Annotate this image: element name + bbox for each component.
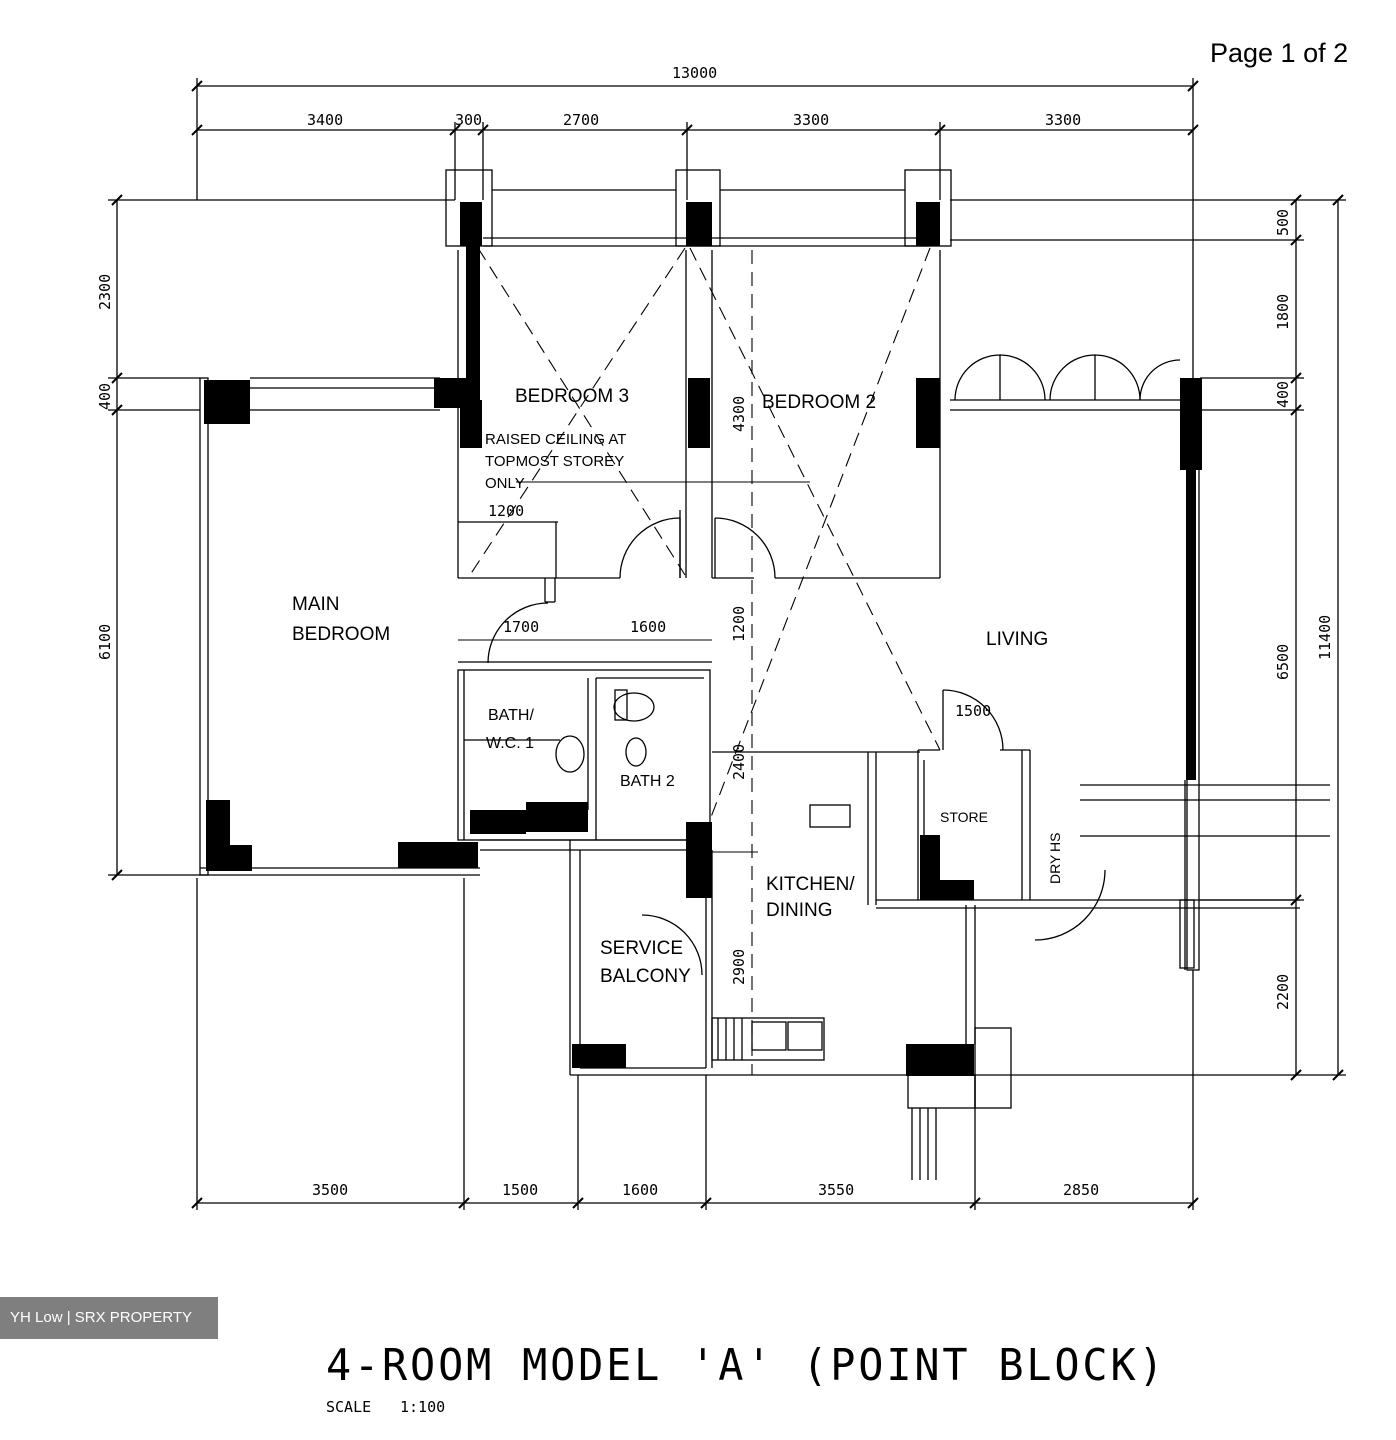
room-label-living: LIVING (986, 629, 1048, 650)
room-label-bedroom-2: BEDROOM 2 (762, 392, 876, 413)
dim-bottom-2: 1500 (502, 1181, 538, 1199)
dim-inner-1500: 1500 (955, 702, 991, 720)
dim-bottom-5: 2850 (1063, 1181, 1099, 1199)
page-indicator: Page 1 of 2 (1210, 38, 1349, 68)
dim-top-4: 3300 (793, 111, 829, 129)
room-label-drying: DRY (1047, 854, 1063, 884)
dim-right-2: 1800 (1274, 294, 1292, 330)
dim-top-2: 300 (455, 111, 482, 129)
room-label-hs: HS (1047, 833, 1063, 852)
dim-right-3: 400 (1274, 381, 1292, 408)
room-label-service-balcony-line1: SERVICE (600, 938, 683, 959)
dim-right-overall: 11400 (1316, 615, 1334, 660)
dim-left-1: 2300 (96, 274, 114, 310)
note-raised-ceiling-line3: ONLY (485, 475, 525, 492)
dim-inner-1200b: 1200 (730, 606, 748, 642)
dim-right-1: 500 (1274, 209, 1292, 236)
dim-inner-2400: 2400 (730, 744, 748, 780)
watermark-label: YH Low | SRX PROPERTY (0, 1297, 218, 1339)
dim-top-1: 3400 (307, 111, 343, 129)
dim-overall-width: 13000 (672, 64, 717, 82)
dim-bottom-3: 1600 (622, 1181, 658, 1199)
dim-left-3: 6100 (96, 624, 114, 660)
dim-inner-4300: 4300 (730, 396, 748, 432)
room-label-main-bedroom-line1: MAIN (292, 594, 340, 615)
room-label-service-balcony-line2: BALCONY (600, 966, 691, 987)
room-label-bath-2: BATH 2 (620, 773, 675, 790)
plan-title: 4-ROOM MODEL 'A' (POINT BLOCK) (326, 1340, 1167, 1391)
scale-label: SCALE (326, 1398, 372, 1416)
dim-inner-1200a: 1200 (488, 502, 524, 520)
note-raised-ceiling-line2: TOPMOST STOREY (485, 453, 624, 470)
room-label-main-bedroom-line2: BEDROOM (292, 624, 390, 645)
note-raised-ceiling-line1: RAISED CEILING AT (485, 431, 626, 448)
dim-top-5: 3300 (1045, 111, 1081, 129)
dim-inner-1600: 1600 (630, 618, 666, 636)
room-label-store: STORE (940, 809, 988, 825)
dim-inner-1700: 1700 (503, 618, 539, 636)
dim-bottom-1: 3500 (312, 1181, 348, 1199)
dim-right-5: 2200 (1274, 974, 1292, 1010)
room-label-kitchen-line2: DINING (766, 900, 833, 921)
scale-value: 1:100 (400, 1398, 446, 1416)
room-label-bedroom-3: BEDROOM 3 (515, 386, 629, 407)
room-label-bath-wc-1-line2: W.C. 1 (486, 735, 534, 752)
room-label-kitchen-line1: KITCHEN/ (766, 874, 855, 895)
dim-right-4: 6500 (1274, 644, 1292, 680)
dim-left-2: 400 (96, 383, 114, 410)
room-label-bath-wc-1-line1: BATH/ (488, 707, 534, 724)
dim-top-3: 2700 (563, 111, 599, 129)
dim-bottom-4: 3550 (818, 1181, 854, 1199)
dim-inner-2900: 2900 (730, 949, 748, 985)
